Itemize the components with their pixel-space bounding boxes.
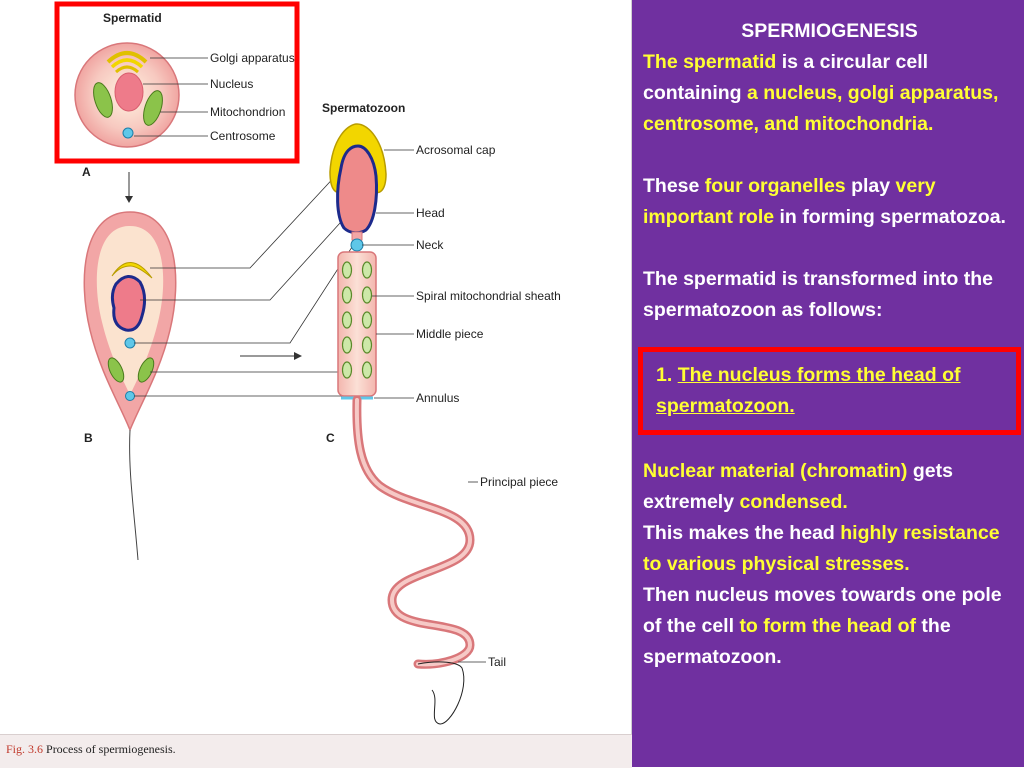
principal-piece bbox=[352, 395, 475, 669]
spermatid-cell bbox=[74, 42, 180, 148]
p2-run: play bbox=[845, 175, 896, 197]
slide-title: SPERMIOGENESIS bbox=[741, 20, 918, 42]
stage-b-mito-left bbox=[107, 357, 125, 383]
point-text: The nucleus forms the head of spermatozo… bbox=[656, 364, 961, 417]
spermatid-title: Spermatid bbox=[103, 11, 162, 25]
label-spiral-sheath: Spiral mitochondrial sheath bbox=[416, 289, 561, 303]
neck-centriole bbox=[350, 238, 364, 252]
arrow-a-to-b-head bbox=[125, 196, 133, 203]
end-piece-tail bbox=[417, 661, 465, 725]
spermatozoon-title: Spermatozoon bbox=[322, 101, 405, 115]
p4-run: gets extremely bbox=[643, 460, 953, 513]
paragraph-pole: Then nucleus moves towards one pole of t… bbox=[643, 580, 1016, 673]
label-annulus: Annulus bbox=[416, 391, 459, 405]
paragraph-resistance: This makes the head highly resistance to… bbox=[643, 518, 1016, 580]
p4-run: condensed. bbox=[739, 491, 848, 513]
p1-run: is a circular cell containing bbox=[643, 51, 929, 104]
elongating-spermatid bbox=[83, 211, 177, 561]
p4-run: Nuclear material (chromatin) bbox=[643, 460, 908, 482]
condensing-nucleus bbox=[110, 275, 147, 332]
p2-run: four organelles bbox=[704, 175, 846, 197]
acrosome-vesicle bbox=[111, 262, 153, 279]
label-centrosome: Centrosome bbox=[210, 129, 276, 143]
label-principal-piece: Principal piece bbox=[480, 475, 558, 489]
caption-fig-number: Fig. 3.6 bbox=[6, 742, 44, 756]
stage-b-mito-right bbox=[137, 357, 155, 383]
spermiogenesis-diagram: Spermatid Golgi apparatus Nucleus Mitoch… bbox=[54, 1, 561, 725]
paragraph-spermatid: The spermatid is a circular cell contain… bbox=[643, 47, 1016, 140]
arrow-b-to-c-head bbox=[294, 352, 302, 360]
figure-caption: Fig. 3.6 Process of spermiogenesis. bbox=[6, 742, 176, 757]
mitochondrion-right bbox=[143, 90, 163, 126]
label-nucleus: Nucleus bbox=[210, 77, 253, 91]
label-middle-piece: Middle piece bbox=[416, 327, 484, 341]
paragraph-organelles: These four organelles play very importan… bbox=[643, 171, 1016, 233]
spermatozoon bbox=[329, 123, 475, 725]
spermatozoon-leaders bbox=[362, 149, 486, 663]
golgi-apparatus bbox=[106, 51, 148, 74]
highlighted-point-1: 1. The nucleus forms the head of spermat… bbox=[638, 347, 1021, 435]
p1-run: a nucleus, golgi apparatus, centrosome, … bbox=[643, 82, 999, 135]
figure-panel: Spermatid Golgi apparatus Nucleus Mitoch… bbox=[0, 0, 632, 768]
text-panel: SPERMIOGENESIS The spermatid is a circul… bbox=[632, 0, 1024, 767]
paragraph-chromatin: Nuclear material (chromatin) gets extrem… bbox=[643, 456, 1016, 518]
stage-b-label: B bbox=[84, 431, 93, 445]
label-mitochondrion: Mitochondrion bbox=[210, 105, 285, 119]
p2-run: very important role bbox=[643, 175, 936, 228]
spermatid-leaders bbox=[134, 57, 208, 137]
p1-run: The spermatid bbox=[643, 51, 777, 73]
p5-run: This makes the head bbox=[643, 522, 841, 544]
b-to-c-connectors bbox=[134, 157, 355, 397]
caption-bar bbox=[0, 734, 632, 768]
mitochondrion-left bbox=[93, 82, 113, 118]
p6-run: to form the head of bbox=[739, 615, 917, 637]
centrosome bbox=[122, 127, 134, 139]
p2-run: These bbox=[643, 175, 705, 197]
stage-c-label: C bbox=[326, 431, 335, 445]
p5-run: highly resistance to various physical st… bbox=[643, 522, 1000, 575]
p6-run: the spermatozoon. bbox=[643, 615, 951, 668]
stage-b-tail bbox=[129, 429, 139, 561]
p6-run: Then nucleus moves towards one pole of t… bbox=[643, 584, 1002, 637]
mitochondrial-sheath bbox=[341, 261, 373, 379]
caption-description: Process of spermiogenesis. bbox=[46, 742, 176, 756]
stage-b-centrosome bbox=[124, 337, 136, 349]
label-neck: Neck bbox=[416, 238, 444, 252]
stage-a-label: A bbox=[82, 165, 91, 179]
point-number: 1. bbox=[656, 364, 678, 386]
label-acrosomal-cap: Acrosomal cap bbox=[416, 143, 496, 157]
paragraph-transformation: The spermatid is transformed into the sp… bbox=[643, 268, 993, 321]
label-tail: Tail bbox=[488, 655, 506, 669]
label-golgi: Golgi apparatus bbox=[210, 51, 295, 65]
label-head: Head bbox=[416, 206, 445, 220]
spermatid-highlight-box bbox=[54, 1, 300, 164]
spermatid-nucleus bbox=[114, 72, 144, 112]
p2-run: in forming spermatozoa. bbox=[774, 206, 1006, 228]
stage-b-distal-centriole bbox=[125, 391, 135, 401]
sperm-head bbox=[336, 144, 378, 235]
